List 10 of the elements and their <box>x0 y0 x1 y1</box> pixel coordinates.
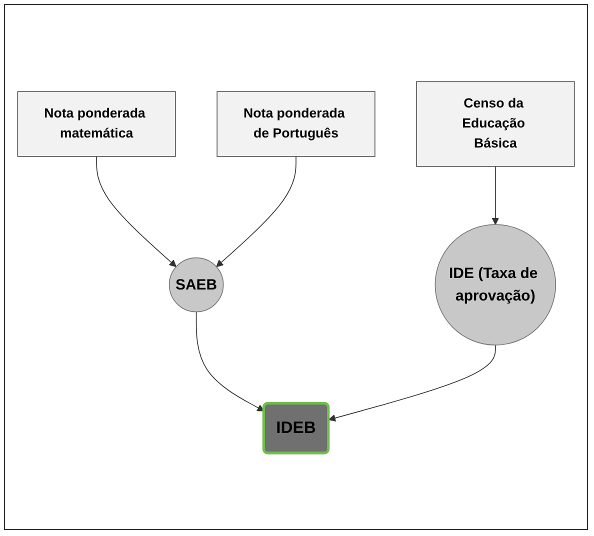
arrow <box>492 166 500 225</box>
node-box: Nota ponderada matemática <box>17 90 176 156</box>
arrow <box>196 311 264 411</box>
arrow <box>328 344 496 422</box>
node-box: Nota ponderada de Português <box>216 90 376 156</box>
arrow <box>96 156 176 267</box>
node-circle: IDE (Taxa de aprovação) <box>434 224 556 346</box>
node-circle: SAEB <box>168 257 224 312</box>
arrow <box>216 156 296 267</box>
node-box: Censo da Educação Básica <box>416 80 575 166</box>
